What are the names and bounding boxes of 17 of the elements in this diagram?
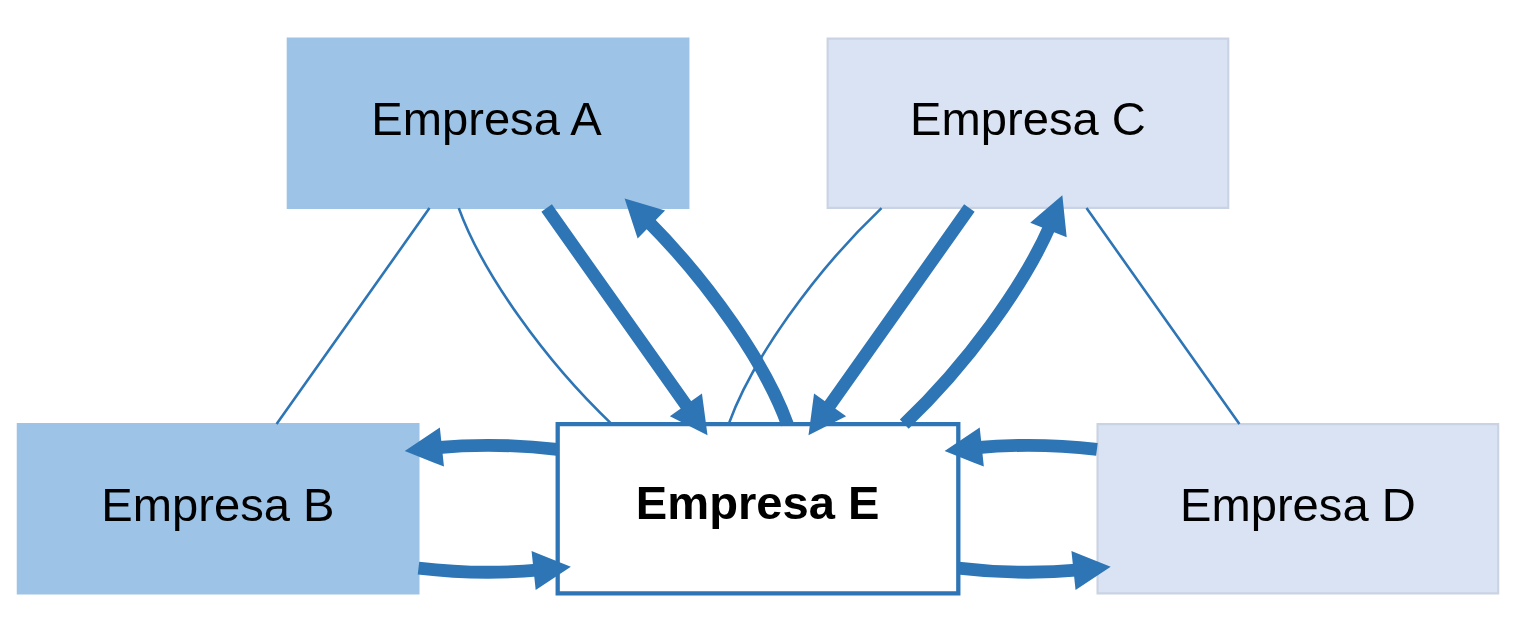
node-box: Empresa A <box>286 37 690 209</box>
arrow <box>624 198 794 427</box>
arrow <box>899 195 1067 429</box>
node-box: Empresa B <box>16 423 420 595</box>
connector <box>457 207 613 425</box>
connector <box>727 207 883 425</box>
arrow <box>404 427 558 467</box>
node-box: Empresa D <box>1096 423 1500 595</box>
arrow <box>541 204 708 436</box>
node-box: Empresa E <box>555 422 961 596</box>
node-box: Empresa C <box>826 37 1230 209</box>
connector <box>1085 207 1241 425</box>
connector <box>275 207 431 425</box>
arrow <box>957 551 1111 591</box>
arrow <box>417 551 571 591</box>
arrow <box>808 204 975 436</box>
arrow <box>944 427 1098 467</box>
